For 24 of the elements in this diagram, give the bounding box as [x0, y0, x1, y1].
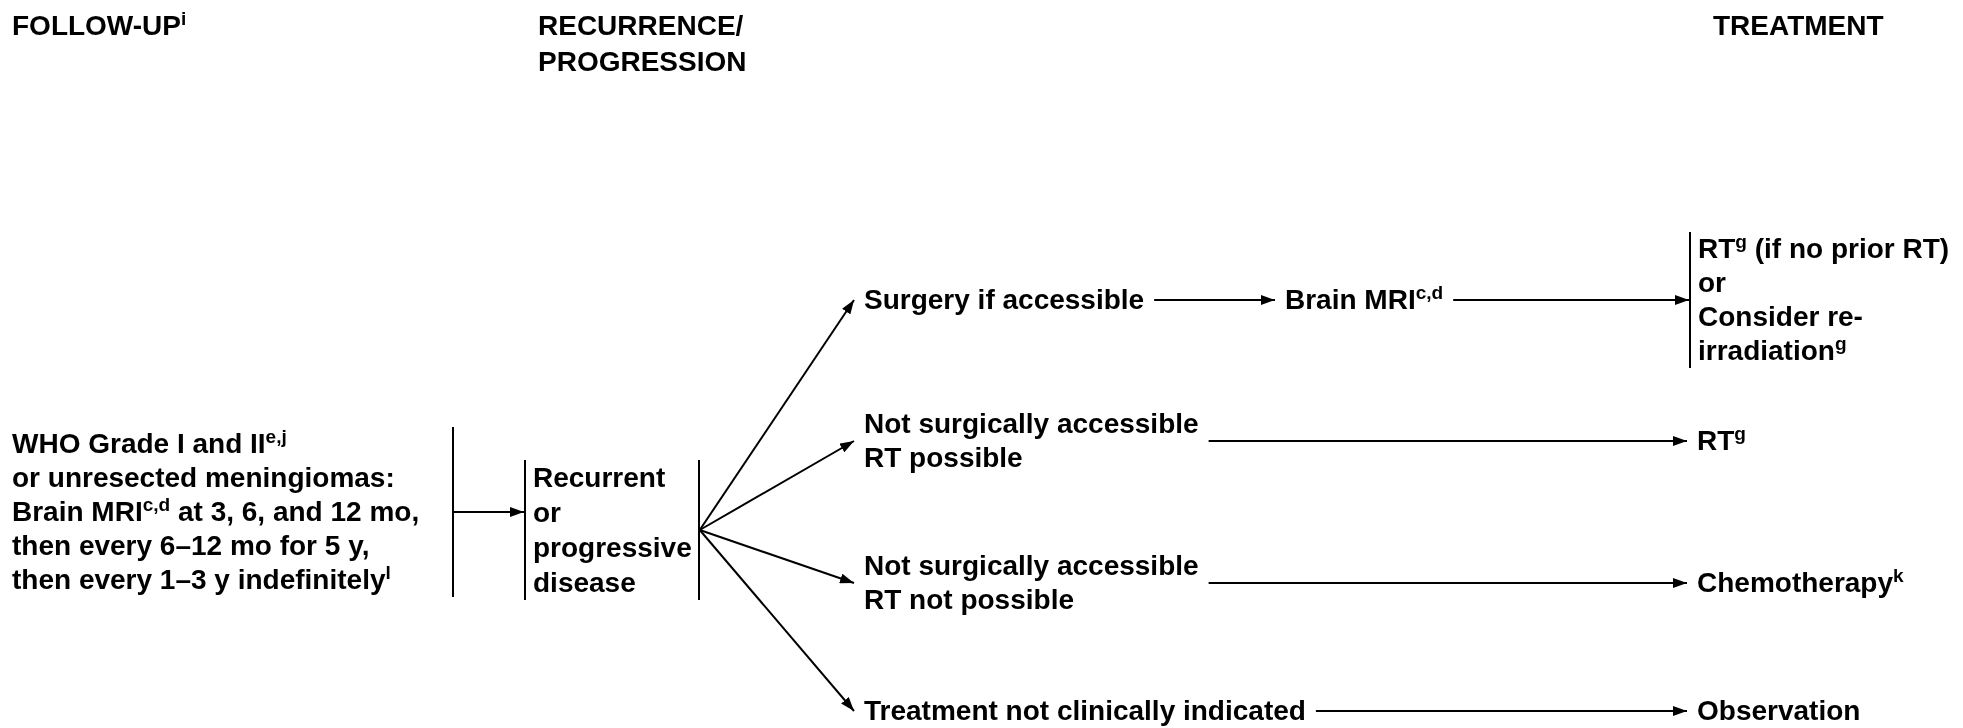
bracketed-text-block: RT$^{g}$ (if no prior RT) or Consider re-irradiation$^{g}$	[1689, 232, 1961, 368]
arrow	[1207, 578, 1688, 588]
step-text: Surgery if accessible	[864, 283, 1145, 317]
column-heading: FOLLOW-UP$^{i}$	[12, 8, 187, 43]
step-text: Not surgically accessible RT possible	[864, 407, 1199, 475]
arrow	[698, 529, 855, 584]
arrow	[698, 299, 855, 531]
step-text: Treatment not clinically indicated	[864, 694, 1306, 728]
arrow	[698, 440, 855, 531]
arrow	[1207, 436, 1688, 446]
arrow	[1153, 295, 1276, 305]
step-text: Observation	[1697, 694, 1861, 728]
step-text: Chemotherapy$^{k}$	[1697, 566, 1904, 600]
column-heading: TREATMENT	[1713, 9, 1884, 43]
arrow	[1452, 295, 1690, 305]
column-heading: RECURRENCE/ PROGRESSION	[538, 9, 747, 79]
step-text: RT$^{g}$	[1697, 424, 1746, 458]
arrow	[698, 529, 855, 712]
arrow	[453, 507, 525, 517]
arrow	[1314, 706, 1688, 716]
bracketed-text-block: WHO Grade I and II$^{e,j}$ or unresected meningiomas: Brain MRI$^{c,d}$ at 3, 6, and 12 mo, then every 6–12 mo for 5 y, then every 1–3 y indefinitely$^{l}$	[12, 427, 454, 597]
bracketed-text-block: Recurrent or progressive disease	[524, 460, 700, 600]
step-text: Not surgically accessible RT not possible	[864, 549, 1199, 617]
step-text: Brain MRI$^{c,d}$	[1285, 283, 1444, 317]
